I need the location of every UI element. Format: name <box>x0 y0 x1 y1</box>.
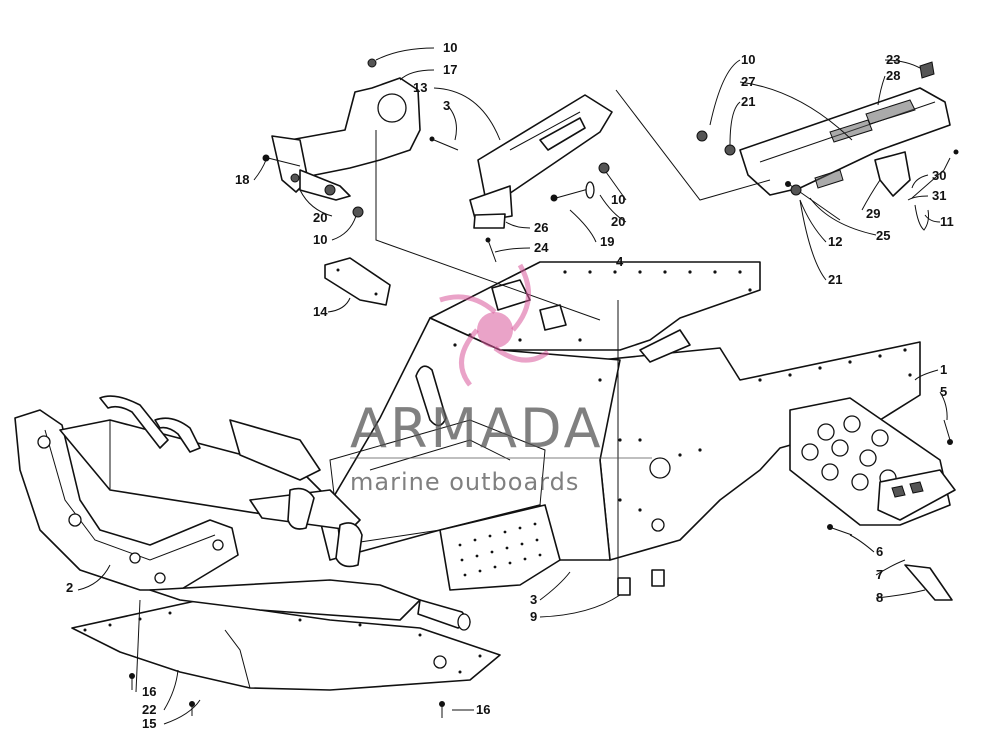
callout-19: 19 <box>600 234 614 249</box>
callout-11: 11 <box>940 214 954 229</box>
callout-21: 21 <box>741 94 755 109</box>
callout-24: 24 <box>534 240 549 255</box>
callout-28: 28 <box>886 68 900 83</box>
watermark: ARMADA marine outboards <box>350 263 652 496</box>
callout-26: 26 <box>534 220 548 235</box>
callout-3: 3 <box>530 592 537 607</box>
callout-12: 12 <box>828 234 842 249</box>
callout-22: 22 <box>142 702 156 717</box>
callout-23: 23 <box>886 52 900 67</box>
watermark-brand: ARMADA <box>350 397 604 460</box>
callout-14: 14 <box>313 304 328 319</box>
callout-10: 10 <box>313 232 327 247</box>
callout-4: 4 <box>616 254 624 269</box>
callout-10: 10 <box>741 52 755 67</box>
callout-13: 13 <box>413 80 427 95</box>
callout-9: 9 <box>530 609 537 624</box>
callout-15: 15 <box>142 716 156 731</box>
guide-lines <box>375 89 771 580</box>
callout-25: 25 <box>876 228 890 243</box>
watermark-tagline: marine outboards <box>350 468 579 496</box>
callout-labels: 10 17 13 3 18 20 10 26 24 19 20 10 14 4 … <box>66 40 954 731</box>
main-frame <box>319 261 921 596</box>
callout-8: 8 <box>876 590 883 605</box>
leader-lines <box>77 47 948 725</box>
console-assembly <box>696 61 959 231</box>
rear-bumper-plate <box>789 397 956 601</box>
watermark-logo-icon <box>439 263 550 387</box>
plate-14 <box>324 257 391 306</box>
front-bumper-assembly <box>14 395 471 631</box>
callout-18: 18 <box>235 172 249 187</box>
callout-5: 5 <box>940 384 947 399</box>
callout-21: 21 <box>828 272 842 287</box>
callout-7: 7 <box>876 567 883 582</box>
callout-2: 2 <box>66 580 73 595</box>
callout-10: 10 <box>443 40 457 55</box>
callout-20: 20 <box>313 210 327 225</box>
steering-bracket <box>262 58 459 218</box>
callout-16: 16 <box>142 684 156 699</box>
belly-pan <box>71 599 501 691</box>
callout-10: 10 <box>611 192 625 207</box>
bottom-hardware <box>129 673 445 718</box>
callout-20: 20 <box>611 214 625 229</box>
callout-30: 30 <box>932 168 946 183</box>
callout-29: 29 <box>866 206 880 221</box>
callout-27: 27 <box>741 74 755 89</box>
callout-16: 16 <box>476 702 490 717</box>
callout-17: 17 <box>443 62 457 77</box>
steering-support <box>469 94 613 263</box>
callout-3: 3 <box>443 98 450 113</box>
callout-31: 31 <box>932 188 946 203</box>
callout-1: 1 <box>940 362 947 377</box>
callout-6: 6 <box>876 544 883 559</box>
